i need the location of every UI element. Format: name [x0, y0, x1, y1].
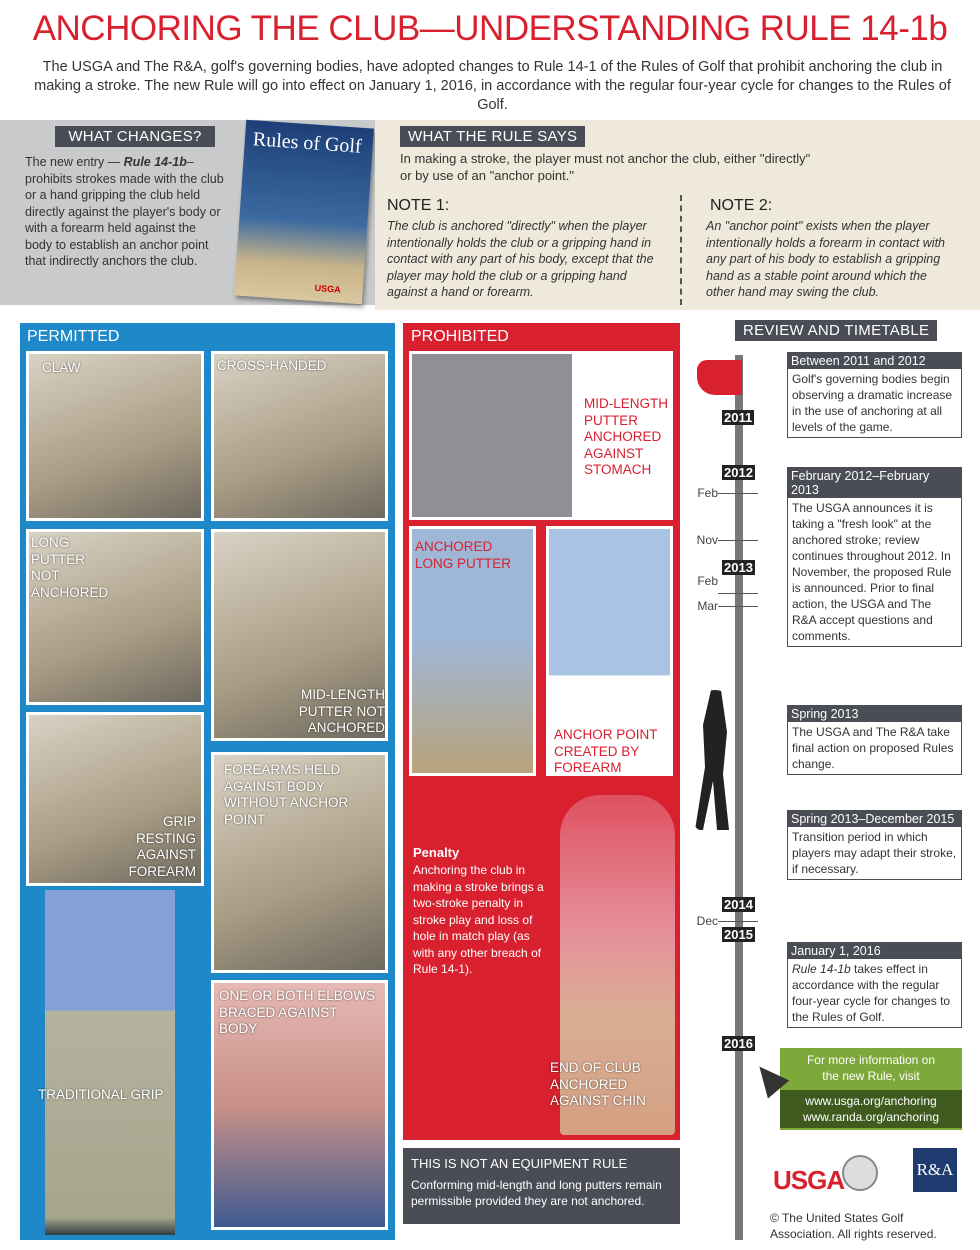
grip-forearm-photo	[26, 712, 204, 886]
event-text: Transition period in which players may a…	[792, 830, 957, 876]
label-elbows-braced: ONE OR BOTH ELBOWS BRACED AGAINST BODY	[219, 988, 376, 1036]
chin-anchor-photo	[560, 795, 675, 1135]
intro-text: The USGA and The R&A, golf's governing b…	[34, 59, 951, 113]
book-logo: USGA	[314, 282, 342, 295]
label-long-putter: LONG PUTTER NOT ANCHORED	[31, 535, 109, 600]
tick	[718, 493, 758, 494]
label-cross-handed: CROSS-HANDED	[217, 358, 327, 373]
mid-length-photo	[211, 529, 388, 741]
month-nov: Nov	[696, 533, 718, 547]
penalty-text: Anchoring the club in making a stroke br…	[413, 863, 544, 976]
divider	[680, 195, 682, 305]
tick	[718, 921, 758, 922]
more-info-text: For more information on the new Rule, vi…	[806, 1053, 936, 1083]
anchored-long-putter-photo	[409, 526, 536, 776]
rule-says-text: In making a stroke, the player must not …	[400, 151, 811, 183]
event-title: January 1, 2016	[788, 943, 961, 959]
event-title: February 2012–February 2013	[788, 468, 961, 498]
rule-says-panel	[375, 120, 980, 310]
claw-photo	[26, 351, 204, 521]
prohibited-heading: PROHIBITED	[411, 328, 509, 345]
tick	[718, 606, 758, 607]
timeline-axis	[735, 355, 743, 1240]
equipment-text: Conforming mid-length and long putters r…	[411, 1178, 662, 1208]
label-mid-length: MID-LENGTH PUTTER NOT ANCHORED	[298, 687, 385, 735]
month-feb: Feb	[697, 486, 718, 500]
event-text: Rule 14-1b takes effect in accordance wi…	[788, 959, 961, 1027]
note2-title: NOTE 2:	[710, 197, 773, 214]
what-changes-heading: WHAT CHANGES?	[55, 126, 215, 147]
what-changes-text: The new entry — Rule 14-1b– prohibits st…	[25, 154, 225, 270]
mid-length-anchored-photo	[409, 351, 673, 520]
randa-logo: R&A	[913, 1148, 957, 1192]
label-grip-forearm: GRIP RESTING AGAINST FOREARM	[128, 814, 197, 879]
event-title: Spring 2013	[788, 706, 961, 722]
long-putter-photo	[26, 529, 204, 705]
tick	[718, 593, 758, 594]
elbows-braced-photo	[211, 980, 388, 1230]
text: takes effect in accordance with the regu…	[792, 962, 951, 1024]
rule-says-heading: WHAT THE RULE SAYS	[400, 126, 586, 147]
year-2015: 2015	[722, 927, 755, 942]
rule-ref: Rule 14-1b	[792, 962, 851, 976]
penalty-title: Penalty	[413, 845, 460, 860]
text: The new entry —	[25, 155, 124, 169]
usga-logo: USGA	[773, 1165, 845, 1195]
year-2014: 2014	[722, 897, 755, 912]
forearms-held-photo	[211, 752, 388, 973]
label-chin-anchor: END OF CLUB ANCHORED AGAINST CHIN	[550, 1060, 646, 1108]
permitted-heading: PERMITTED	[27, 328, 120, 345]
more-info-box: For more information on the new Rule, vi…	[780, 1048, 962, 1130]
label-traditional-grip: TRADITIONAL GRIP	[38, 1087, 164, 1102]
golfer-silhouette-icon	[695, 690, 729, 830]
page-title: ANCHORING THE CLUB—UNDERSTANDING RULE 14…	[32, 9, 948, 48]
label-mid-length-anchored: MID-LENGTH PUTTER ANCHORED AGAINST STOMA…	[584, 396, 668, 477]
timeline-heading: REVIEW AND TIMETABLE	[735, 320, 938, 341]
event-text: The USGA and The R&A take final action o…	[792, 725, 954, 771]
note1-title: NOTE 1:	[387, 197, 450, 214]
label-claw: CLAW	[42, 360, 81, 375]
usga-link[interactable]: www.usga.org/anchoring	[805, 1094, 937, 1108]
event-text: Golf's governing bodies begin observing …	[792, 372, 953, 434]
flag-icon	[697, 360, 742, 395]
year-2012: 2012	[722, 465, 755, 480]
label-anchored-long-putter: ANCHORED LONG PUTTER	[415, 539, 512, 571]
month-mar: Mar	[697, 599, 718, 613]
label-forearms-held: FOREARMS HELD AGAINST BODY WITHOUT ANCHO…	[224, 762, 349, 827]
year-2011: 2011	[722, 410, 755, 425]
note2-text: An "anchor point" exists when the player…	[706, 219, 946, 299]
month-feb: Feb	[697, 574, 718, 588]
equipment-rule-box: THIS IS NOT AN EQUIPMENT RULE Conforming…	[403, 1148, 680, 1224]
label-anchor-point: ANCHOR POINT CREATED BY FOREARM	[554, 727, 658, 775]
note1-text: The club is anchored "directly" when the…	[387, 219, 654, 299]
usga-seal-icon	[842, 1155, 878, 1191]
year-2016: 2016	[722, 1036, 755, 1051]
cross-handed-photo	[211, 351, 388, 521]
traditional-grip-photo	[45, 890, 175, 1235]
event-title: Spring 2013–December 2015	[788, 811, 961, 827]
event-title: Between 2011 and 2012	[788, 353, 961, 369]
rule-ref: Rule 14-1b	[123, 155, 187, 169]
book-title: Rules of Golf	[252, 128, 363, 158]
month-dec: Dec	[696, 914, 718, 928]
anchor-point-photo	[546, 526, 673, 776]
copyright: © The United States Golf Association. Al…	[770, 1211, 937, 1241]
event-text: The USGA announces it is taking a "fresh…	[792, 501, 952, 643]
year-2013: 2013	[722, 560, 755, 575]
tick	[718, 540, 758, 541]
randa-link[interactable]: www.randa.org/anchoring	[802, 1110, 940, 1124]
text: – prohibits strokes made with the club o…	[25, 155, 224, 268]
equipment-heading: THIS IS NOT AN EQUIPMENT RULE	[411, 1156, 628, 1171]
